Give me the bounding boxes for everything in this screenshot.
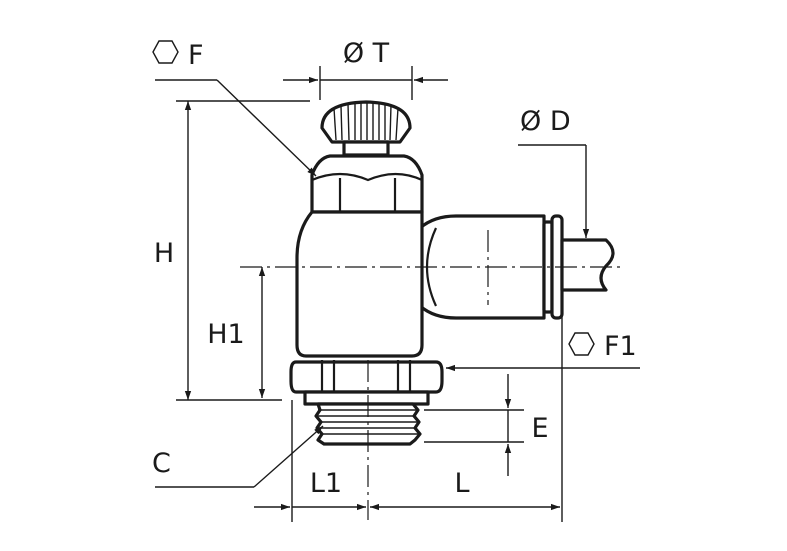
label-l: L: [454, 468, 469, 499]
label-c: C: [152, 448, 171, 479]
upper-hex-nut: [310, 154, 424, 214]
label-e: E: [531, 413, 548, 444]
dimension-l: L1 L: [254, 310, 563, 522]
main-body: [295, 210, 424, 358]
callout-c: C: [152, 425, 324, 488]
label-l1: L1: [310, 468, 342, 499]
callout-hex-f: F: [152, 40, 317, 177]
label-diameter-d: Ø D: [520, 106, 571, 137]
label-h1: H1: [207, 319, 244, 350]
screw-stem: [342, 140, 390, 157]
hex-f1-icon: [568, 332, 595, 356]
label-hex-f: F: [188, 40, 204, 71]
dimension-diameter-t: Ø T: [283, 38, 448, 100]
threaded-end: [303, 390, 430, 446]
dimension-e: E: [424, 374, 549, 476]
dimension-diameter-d: Ø D: [518, 106, 590, 238]
label-hex-f1: F1: [604, 331, 637, 362]
label-diameter-t: Ø T: [343, 38, 390, 69]
hex-f-icon: [152, 40, 179, 64]
dimension-h: H: [154, 100, 310, 401]
knurled-knob: [320, 100, 412, 144]
center-lines: [240, 230, 620, 520]
side-port: [418, 214, 546, 320]
dimension-h1: H1: [207, 267, 266, 398]
lower-hex-nut: [289, 360, 444, 394]
callout-hex-f1: F1: [446, 331, 640, 372]
label-h: H: [154, 238, 174, 269]
tube: [560, 238, 615, 292]
